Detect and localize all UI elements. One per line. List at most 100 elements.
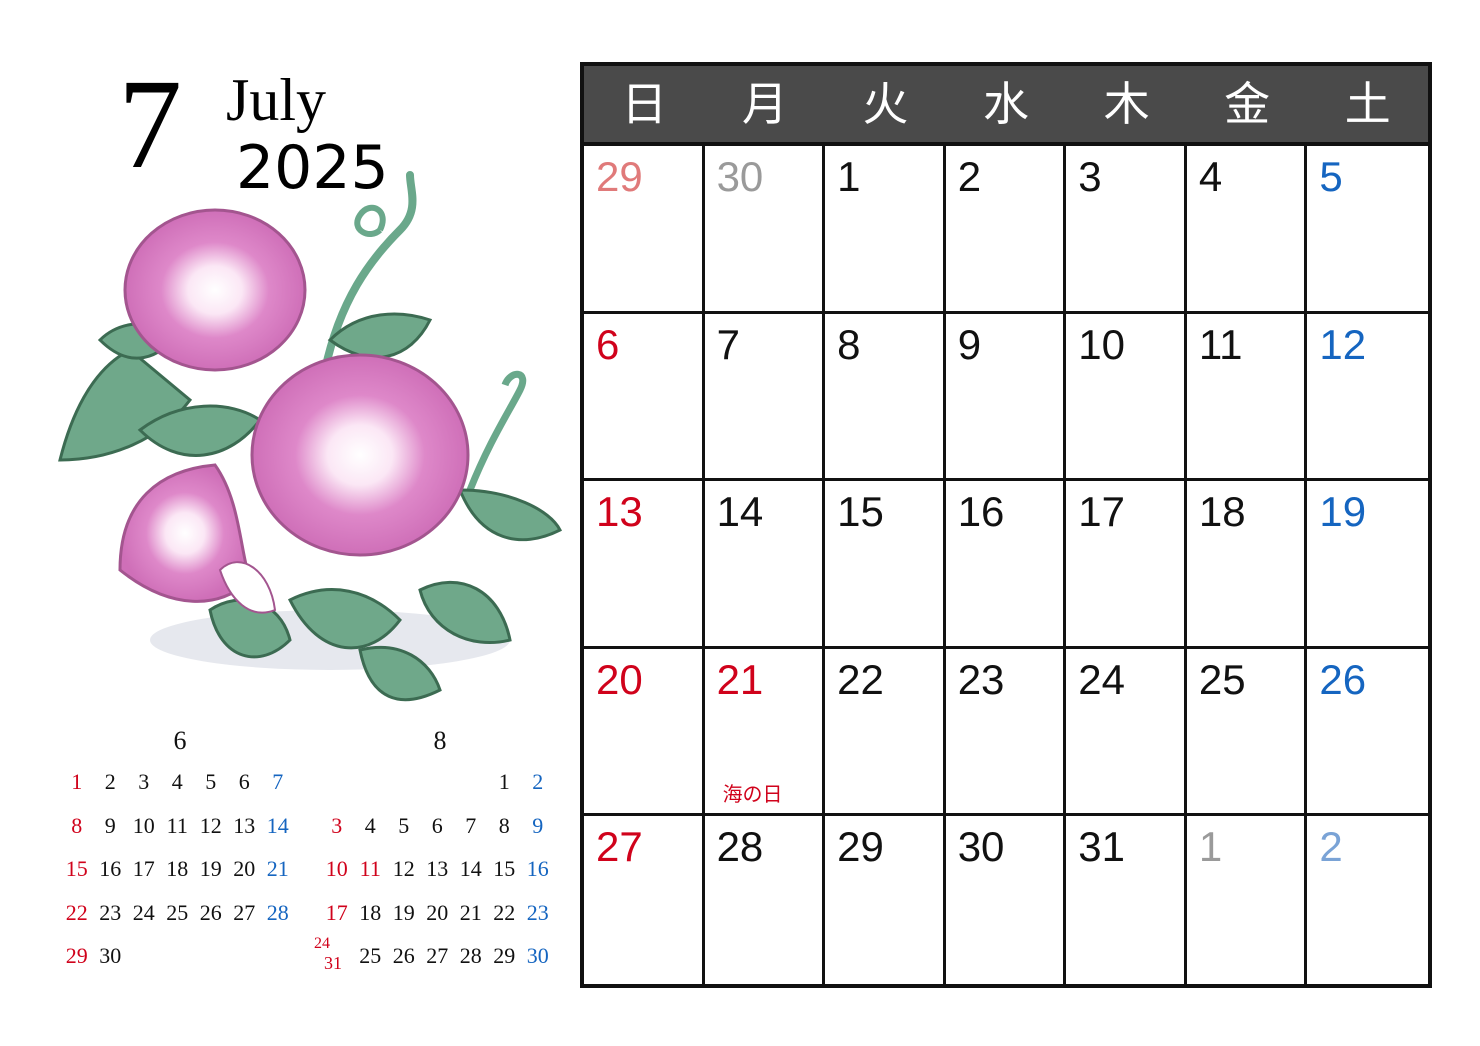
day-cell[interactable]: 31 [1066, 816, 1187, 984]
mini-day [228, 934, 262, 978]
mini-day: 21 [266, 856, 289, 881]
day-cell[interactable]: 1 [1187, 816, 1308, 984]
day-cell[interactable]: 14 [704, 481, 826, 649]
month-number: 7 [118, 53, 182, 195]
mini-day [127, 934, 161, 978]
mini-day: 23 [526, 899, 549, 925]
day-cell[interactable]: 25 [1186, 648, 1308, 817]
day-number: 11 [1198, 320, 1243, 368]
day-cell[interactable]: 12 [1307, 314, 1428, 482]
day-cell[interactable]: 5 [1307, 146, 1428, 314]
mini-day: 2 [532, 769, 544, 794]
day-number: 7 [716, 320, 740, 368]
mini-day: 15 [493, 856, 516, 881]
mini-day: 10 [325, 856, 348, 881]
day-cell[interactable]: 26 [1307, 649, 1428, 817]
day-cell[interactable]: 28 [705, 816, 826, 984]
day-cell[interactable]: 7 [704, 313, 826, 482]
mini-day: 12 [199, 812, 222, 838]
mini-day: 9 [104, 812, 116, 838]
month-name: July [226, 67, 327, 133]
day-cell[interactable]: 3 [1066, 146, 1187, 314]
day-number: 9 [957, 320, 982, 368]
day-number: 4 [1198, 153, 1223, 200]
mini-day [387, 760, 421, 804]
mini-day [261, 934, 295, 978]
day-number: 27 [596, 823, 643, 871]
day-cell[interactable]: 6 [584, 313, 705, 482]
mini-day: 28 [266, 899, 289, 925]
day-number: 8 [837, 320, 861, 368]
day-cell[interactable]: 9 [945, 313, 1067, 482]
day-cell[interactable]: 23 [945, 648, 1067, 817]
day-cell[interactable]: 29 [584, 146, 705, 314]
day-cell[interactable]: 10 [1066, 313, 1187, 482]
day-number: 12 [1319, 320, 1367, 368]
day-number: 1 [1198, 823, 1223, 871]
mini-day: 17 [132, 856, 155, 881]
day-cell[interactable]: 1 [825, 146, 946, 314]
day-cell[interactable]: 2 [1307, 816, 1428, 984]
day-cell[interactable]: 30 [704, 146, 826, 314]
day-cell[interactable]: 8 [825, 313, 946, 482]
mini-day: 13 [233, 812, 256, 838]
mini-day: 4 [171, 769, 183, 794]
day-cell[interactable]: 20 [584, 648, 705, 817]
mini-day: 16 [99, 856, 122, 881]
day-number: 23 [957, 655, 1005, 703]
day-cell[interactable]: 11 [1186, 313, 1308, 482]
mini-day: 19 [199, 856, 222, 881]
mini-calendar-title: 8 [433, 726, 447, 755]
day-cell[interactable]: 16 [945, 481, 1067, 649]
day-number: 19 [1319, 488, 1367, 536]
day-number: 15 [837, 488, 884, 536]
day-cell[interactable]: 19 [1307, 481, 1428, 649]
mini-day: 9 [532, 812, 544, 838]
mini-day: 27 [426, 943, 449, 968]
day-cell[interactable]: 29 [825, 816, 946, 984]
mini-day [161, 934, 195, 978]
day-number: 1 [837, 153, 861, 200]
day-number: 30 [716, 153, 764, 200]
weekday-label: 日 [621, 77, 668, 131]
mini-day: 1 [71, 769, 83, 794]
day-cell[interactable]: 27 [584, 816, 705, 984]
mini-day: 8 [71, 812, 83, 838]
day-cell[interactable]: 24 [1066, 648, 1187, 817]
mini-day: 13 [426, 856, 449, 881]
mini-day: 4 [364, 812, 376, 838]
weekday-label: 月 [741, 77, 788, 131]
day-cell[interactable]: 30 [946, 816, 1067, 984]
mini-day: 22 [65, 899, 88, 925]
mini-day-number: 31 [324, 953, 342, 973]
day-cell[interactable]: 17 [1066, 481, 1187, 649]
day-number: 2 [1319, 823, 1343, 871]
day-cell[interactable]: 13 [584, 481, 705, 649]
mini-day: 10 [132, 812, 155, 838]
mini-day: 7 [465, 812, 477, 838]
day-number: 24 [1078, 655, 1125, 703]
day-cell[interactable]: 18 [1186, 481, 1308, 649]
day-cell[interactable]: 4 [1186, 146, 1308, 314]
mini-day: 14 [266, 812, 289, 838]
weekday-label: 土 [1344, 77, 1391, 131]
day-cell[interactable]: 15 [825, 481, 946, 649]
mini-day [194, 934, 228, 978]
mini-day: 20 [426, 899, 449, 925]
year: 2025 [236, 133, 389, 203]
mini-day [320, 760, 354, 804]
day-number: 29 [837, 823, 884, 871]
mini-day [454, 760, 488, 804]
day-number: 14 [716, 488, 764, 536]
day-cell[interactable]: 22 [825, 648, 946, 817]
mini-day: 25 [166, 899, 189, 925]
day-cell[interactable]: 2 [945, 146, 1067, 314]
mini-day: 7 [272, 769, 284, 794]
mini-day: 28 [459, 943, 482, 968]
mini-day: 8 [498, 812, 510, 838]
mini-day: 6 [238, 769, 250, 794]
